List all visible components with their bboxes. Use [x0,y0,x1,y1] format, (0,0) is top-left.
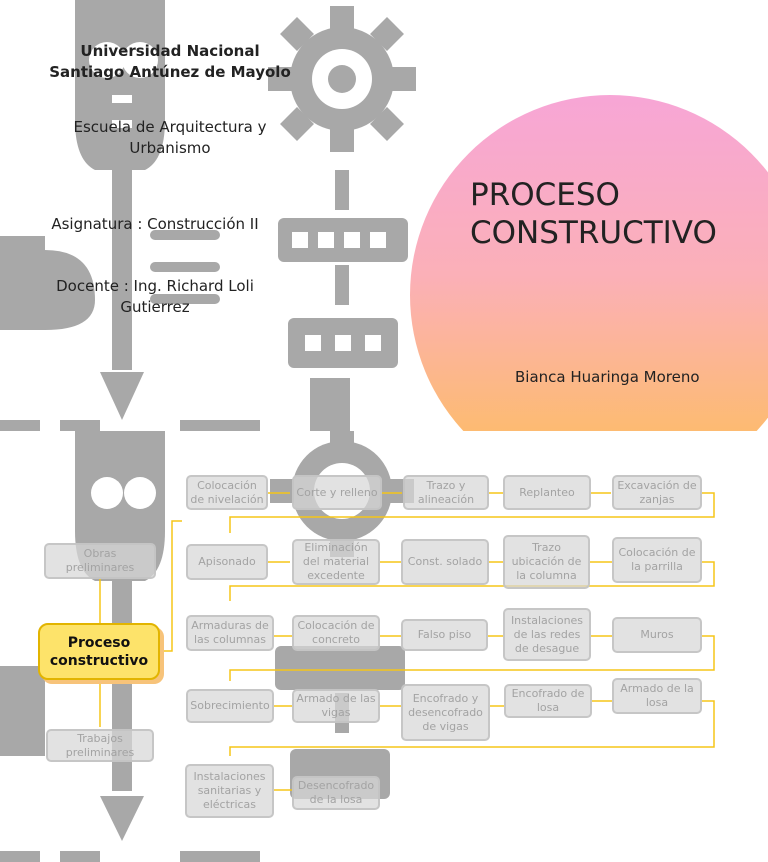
process-step: Apisonado [186,544,268,580]
process-step: Instalaciones de las redes de desague [503,608,591,661]
process-step: Sobrecimiento [186,689,274,723]
process-step: Trazo y alineación [403,475,489,510]
gear-icon [268,6,416,152]
process-step: Trazo ubicación de la columna [503,535,590,589]
process-step: Desencofrado de la losa [292,776,380,810]
process-diagram-slide: Obras preliminares Trabajos preliminares… [0,431,768,862]
process-step: Colocación de la parrilla [612,537,702,583]
obras-preliminares-node: Obras preliminares [44,543,156,579]
title-line-1: PROCESO [470,177,620,213]
process-step: Encofrado y desencofrado de vigas [401,684,490,741]
trabajos-preliminares-node: Trabajos preliminares [46,729,154,762]
process-step: Falso piso [401,619,488,651]
process-step: Muros [612,617,702,653]
engineering-icons-background [0,0,416,431]
title-slide: Universidad Nacional Santiago Antúnez de… [0,0,768,431]
subject: Asignatura : Construcción II [51,215,259,233]
school-name: Escuela de Arquitectura y Urbanismo [73,118,267,157]
author-name: Bianca Huaringa Moreno [515,368,700,386]
process-step: Colocación de nivelación [186,475,268,510]
process-step: Armado de las vigas [292,689,380,723]
teacher: Docente : Ing. Richard Loli Gutierrez [56,277,254,316]
university-name: Universidad Nacional Santiago Antúnez de… [49,42,291,81]
process-step: Instalaciones sanitarias y eléctricas [185,764,274,818]
process-step: Const. solado [401,539,489,585]
process-step: Excavación de zanjas [612,475,702,510]
process-step: Encofrado de losa [504,684,592,718]
process-step: Armaduras de las columnas [186,615,274,651]
process-step: Replanteo [503,475,591,510]
process-step: Colocación de concreto [292,615,380,651]
gradient-circle [410,95,768,431]
proceso-constructivo-node: Proceso constructivo [38,623,160,680]
slide-title: PROCESO CONSTRUCTIVO [470,176,717,252]
process-step: Armado de la losa [612,678,702,714]
process-step: Eliminación del material excedente [292,539,380,585]
title-line-2: CONSTRUCTIVO [470,215,717,251]
process-step: Corte y relleno [292,475,382,510]
connector-lines [99,492,715,791]
